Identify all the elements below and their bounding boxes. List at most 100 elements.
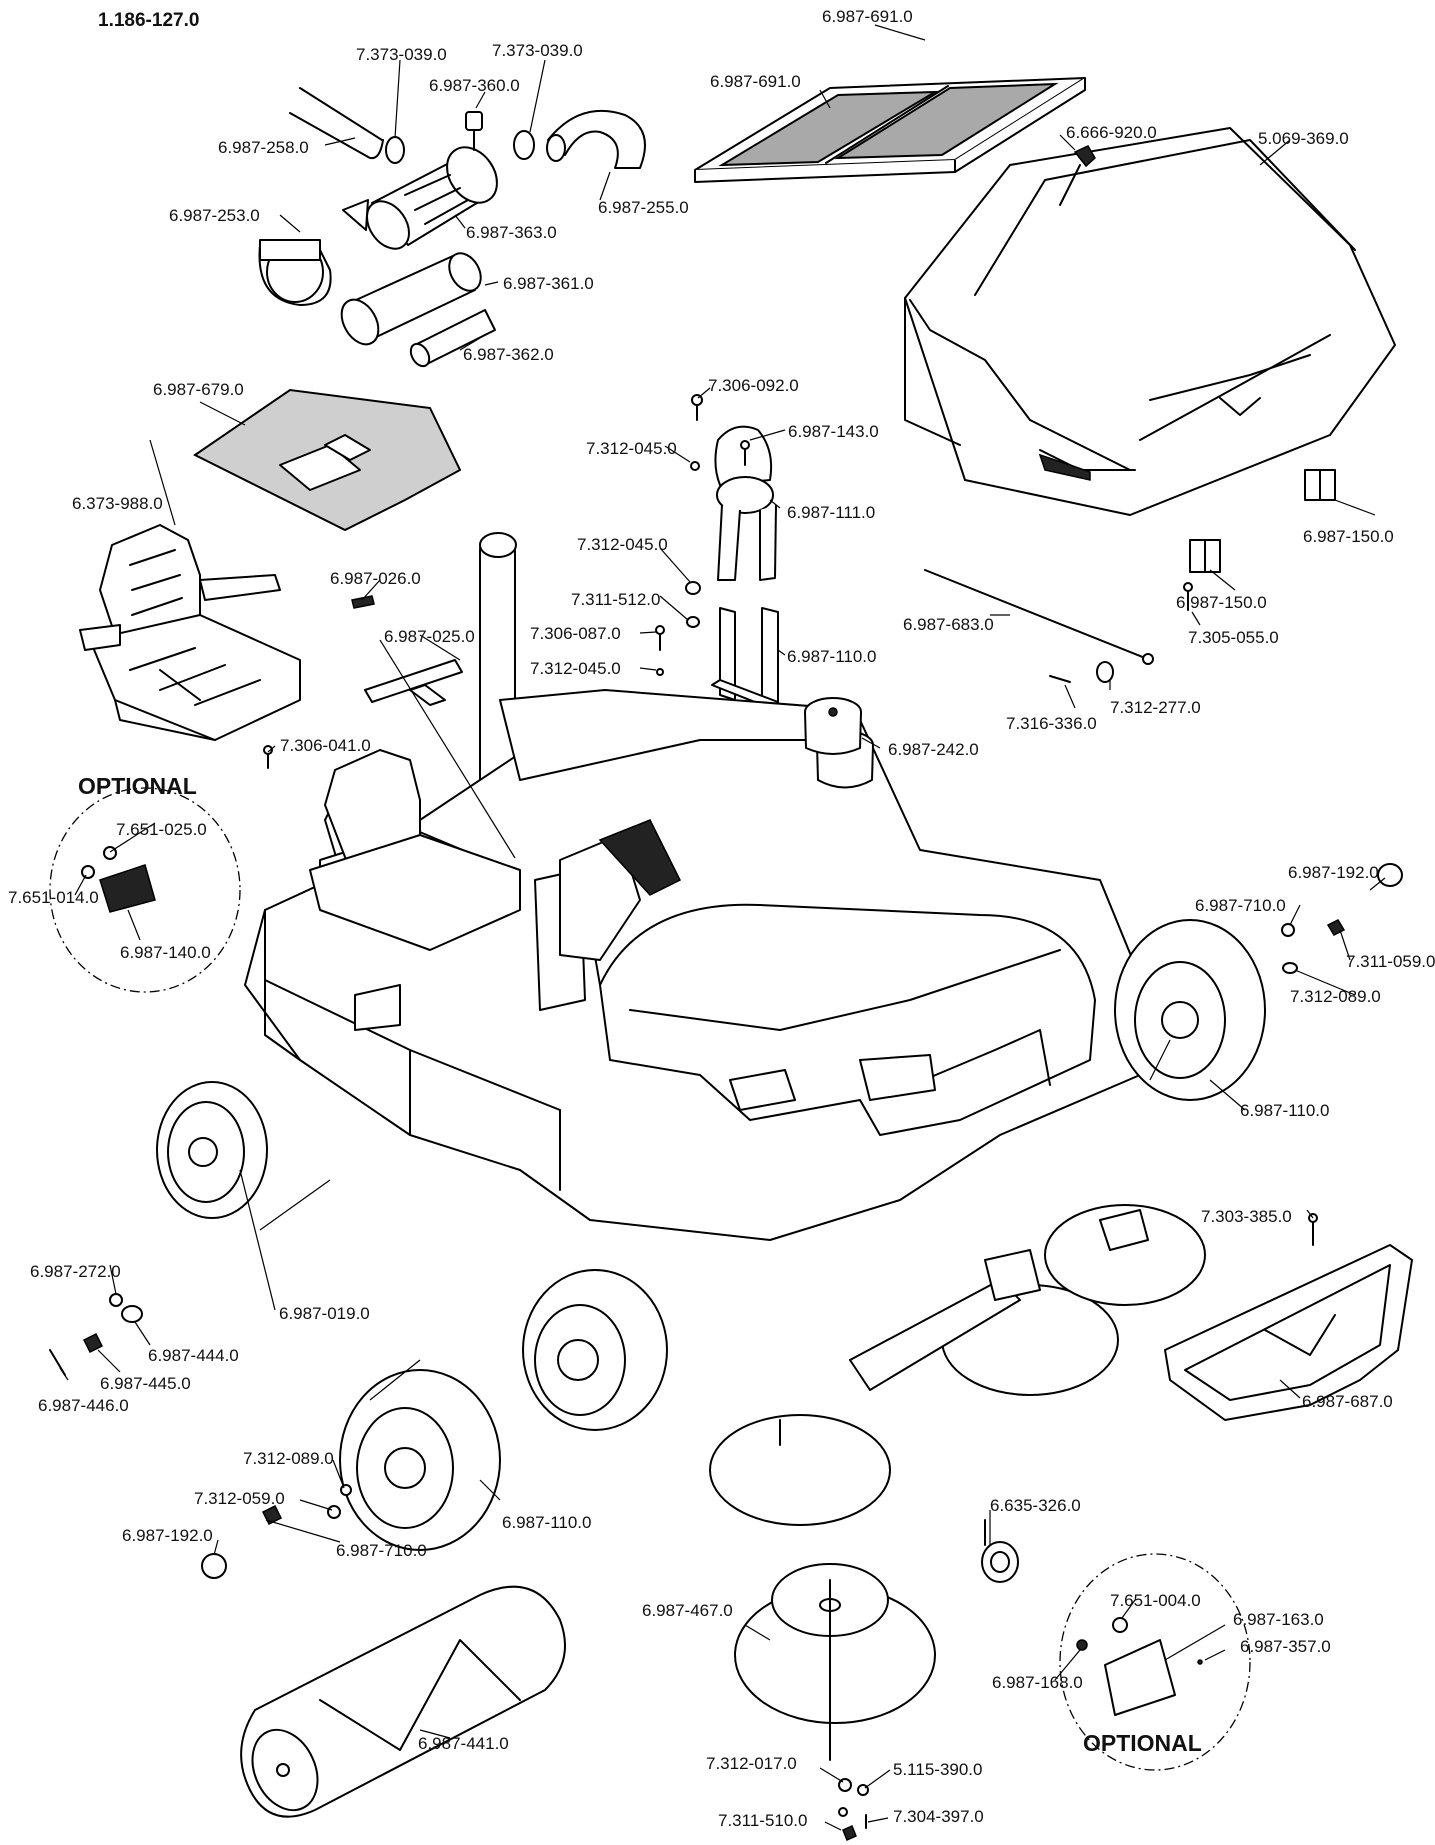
floor-mat bbox=[193, 388, 462, 532]
valve-cap bbox=[465, 111, 483, 151]
brush-linkage bbox=[849, 1209, 1149, 1391]
part-label: 7.303-385.0 bbox=[1201, 1207, 1292, 1226]
part-label: 7.312-045.0 bbox=[586, 439, 677, 458]
part-label: 6.987-710.0 bbox=[336, 1541, 427, 1560]
part-label: 7.311-512.0 bbox=[571, 590, 661, 609]
part-label: 6.987-242.0 bbox=[888, 740, 979, 759]
disc-hardware bbox=[829, 1579, 869, 1842]
part-label: 7.312-045.0 bbox=[577, 535, 668, 554]
part-label: 6.987-110.0 bbox=[502, 1513, 592, 1532]
side-brush-disc bbox=[734, 1563, 936, 1724]
part-label: 6.987-150.0 bbox=[1303, 527, 1394, 546]
part-label: 6.666-920.0 bbox=[1066, 123, 1157, 142]
hinge-right bbox=[1304, 469, 1336, 501]
part-label: 6.987-168.0 bbox=[992, 1673, 1083, 1692]
front-wheel-center bbox=[522, 1269, 668, 1431]
part-label: 6.987-441.0 bbox=[418, 1734, 509, 1753]
mast-bracket bbox=[711, 607, 779, 711]
hood-knob bbox=[1059, 145, 1096, 206]
exhaust-pipe bbox=[479, 532, 517, 801]
part-label: 6.987-679.0 bbox=[153, 380, 244, 399]
part-label: 6.987-110.0 bbox=[1240, 1101, 1330, 1120]
wheel-hardware-left bbox=[49, 1293, 143, 1376]
part-label: 6.987-111.0 bbox=[787, 503, 876, 522]
filter-panel-pair bbox=[694, 77, 1086, 183]
part-label: 6.635-326.0 bbox=[990, 1496, 1081, 1515]
part-label: 6.987-445.0 bbox=[100, 1374, 191, 1393]
mast-screws bbox=[655, 394, 703, 676]
air-filter-housing bbox=[342, 146, 498, 250]
part-label: 7.305-055.0 bbox=[1188, 628, 1279, 647]
part-label: 6.987-019.0 bbox=[279, 1304, 370, 1323]
screw bbox=[1183, 582, 1193, 611]
front-bumper bbox=[1164, 1244, 1413, 1421]
main-filter-element bbox=[340, 252, 482, 346]
part-label: 7.316-336.0 bbox=[1006, 714, 1097, 733]
steering-cover bbox=[351, 595, 463, 706]
hinge-left bbox=[1189, 539, 1221, 573]
front-wheel-lower-left bbox=[339, 1369, 501, 1551]
part-label: 6.987-163.0 bbox=[1233, 1610, 1324, 1629]
part-label: 6.987-360.0 bbox=[429, 76, 520, 95]
part-label: 6.987-272.0 bbox=[30, 1262, 121, 1281]
part-label: 7.651-004.0 bbox=[1110, 1591, 1201, 1610]
part-label: 7.312-089.0 bbox=[243, 1449, 334, 1468]
part-label: 7.651-025.0 bbox=[116, 820, 207, 839]
part-label: 6.987-683.0 bbox=[903, 615, 994, 634]
beacon-tube bbox=[717, 504, 777, 581]
part-label: 6.987-192.0 bbox=[1288, 863, 1379, 882]
machine-seat bbox=[309, 749, 521, 951]
part-label: 7.312-277.0 bbox=[1110, 698, 1201, 717]
washer bbox=[1096, 661, 1114, 683]
steering-column bbox=[559, 819, 682, 961]
horn bbox=[981, 1519, 1019, 1583]
right-wheel bbox=[1114, 919, 1266, 1101]
part-label: 6.987-363.0 bbox=[466, 223, 557, 242]
leader-lines bbox=[59, 24, 1386, 1831]
hose-clamp-right bbox=[513, 130, 535, 160]
part-label: 5.115-390.0 bbox=[893, 1760, 983, 1779]
cotter-pin bbox=[1049, 675, 1071, 683]
optional-label: OPTIONAL bbox=[78, 773, 197, 799]
safety-filter-element bbox=[409, 309, 496, 368]
part-label: 7.651-014.0 bbox=[8, 888, 99, 907]
part-label: 6.987-446.0 bbox=[38, 1396, 129, 1415]
canister bbox=[804, 697, 862, 755]
part-label: 7.311-059.0 bbox=[1346, 952, 1435, 971]
part-label: 6.987-150.0 bbox=[1176, 593, 1267, 612]
hood-cover bbox=[904, 127, 1396, 516]
part-label: 6.987-140.0 bbox=[120, 943, 211, 962]
part-label: 6.987-192.0 bbox=[122, 1526, 213, 1545]
main-brush-roller bbox=[240, 1585, 566, 1818]
part-label: 7.373-039.0 bbox=[356, 45, 447, 64]
part-label: 6.987-710.0 bbox=[1195, 896, 1286, 915]
part-label: 7.373-039.0 bbox=[492, 41, 583, 60]
elbow-hose bbox=[546, 109, 646, 169]
optional-light-circle-right bbox=[1059, 1553, 1251, 1771]
part-label: 7.312-059.0 bbox=[194, 1489, 285, 1508]
side-brush-right bbox=[1044, 1204, 1206, 1306]
part-label: 7.304-397.0 bbox=[893, 1807, 984, 1826]
beacon-light bbox=[714, 425, 774, 514]
rear-wheel-left bbox=[156, 1081, 268, 1219]
part-label: 6.987-691.0 bbox=[710, 72, 801, 91]
part-label: 7.312-017.0 bbox=[706, 1754, 797, 1773]
support-rod bbox=[924, 569, 1154, 665]
part-label: 6.987-467.0 bbox=[642, 1601, 733, 1620]
part-label: 7.306-087.0 bbox=[530, 624, 621, 643]
part-label: 6.987-687.0 bbox=[1302, 1392, 1393, 1411]
part-label: 6.987-253.0 bbox=[169, 206, 260, 225]
part-label: 6.373-988.0 bbox=[72, 494, 163, 513]
part-label: 6.987-255.0 bbox=[598, 198, 689, 217]
hose-clamp-left bbox=[385, 136, 405, 164]
part-label: 6.987-025.0 bbox=[384, 627, 475, 646]
bumper-screw bbox=[1308, 1213, 1318, 1246]
air-intake-hose bbox=[289, 87, 384, 160]
operator-seat bbox=[79, 524, 301, 741]
part-label: 6.987-361.0 bbox=[503, 274, 594, 293]
part-label: 7.306-092.0 bbox=[708, 376, 799, 395]
part-label: 6.987-110.0 bbox=[787, 647, 877, 666]
optional-label: OPTIONAL bbox=[1083, 1730, 1202, 1756]
part-label: 6.987-691.0 bbox=[822, 7, 913, 26]
